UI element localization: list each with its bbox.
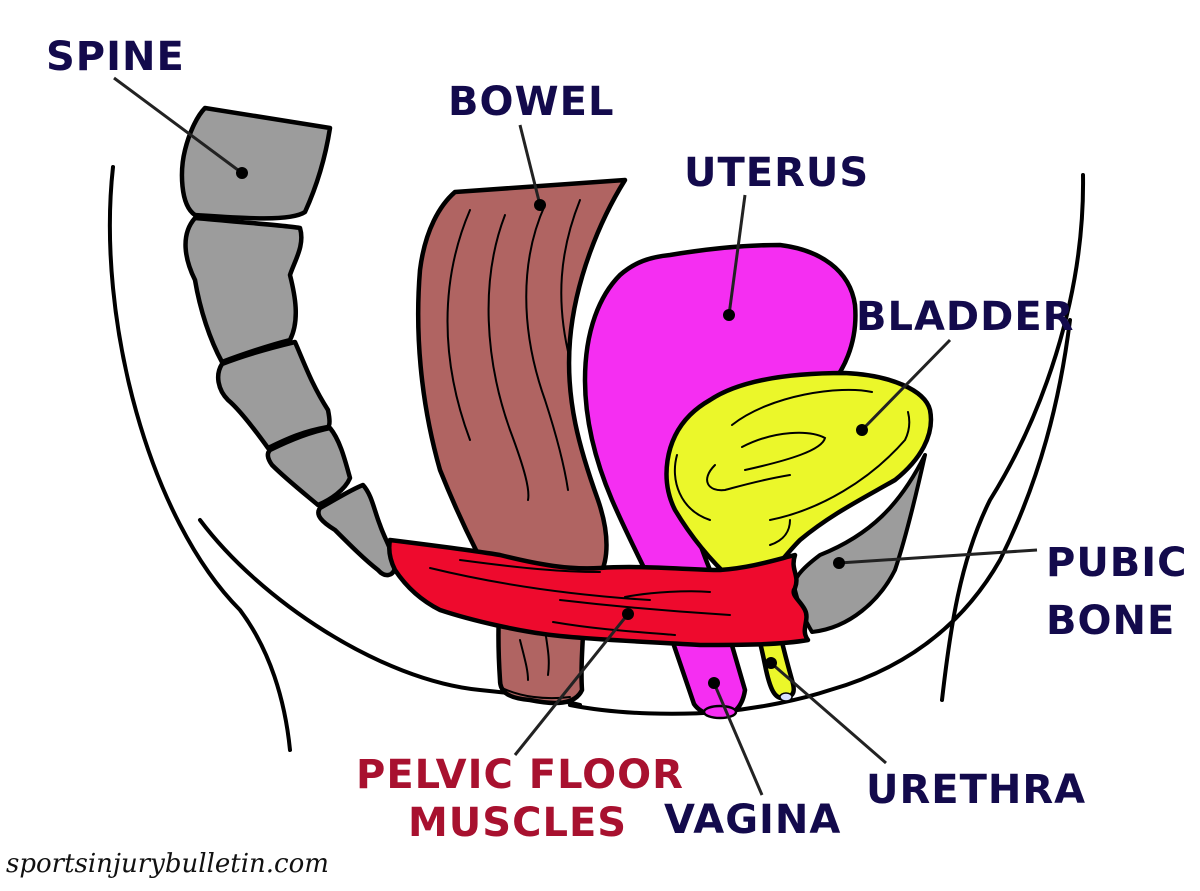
bowel-fiber-4: [560, 199, 581, 361]
bladder-line-1: [731, 388, 873, 426]
label-pubic-bone-line2: BONE: [1046, 598, 1175, 644]
spine-leader: [113, 76, 243, 175]
body-outline-perineum: [568, 318, 1072, 716]
bladder-leader: [860, 338, 952, 432]
label-bowel: BOWEL: [448, 79, 614, 125]
site-credit: sportsinjurybulletin.com: [6, 849, 329, 879]
body-outline-left: [107, 165, 292, 752]
urethra-dot: [765, 657, 777, 669]
uterus-dot: [723, 309, 735, 321]
bladder-line-6: [769, 519, 791, 546]
pelvic-floor-fiber-2: [459, 559, 601, 573]
vagina-leader: [712, 682, 764, 796]
bladder-line-4: [673, 454, 711, 521]
label-bladder: BLADDER: [856, 294, 1074, 340]
uterus-leader: [727, 194, 747, 316]
label-uterus: UTERUS: [684, 150, 869, 196]
pelvic-floor-body: [386, 537, 811, 648]
uterus-body: [582, 242, 858, 719]
urethra-leader: [770, 661, 887, 765]
bowel-dot: [534, 199, 546, 211]
label-pubic-bone-line1: PUBIC: [1046, 540, 1188, 586]
spine-dot: [236, 167, 248, 179]
bowel-fiber-1: [446, 209, 471, 441]
pelvic-floor-shape: [386, 537, 811, 648]
vertebra-2: [183, 215, 304, 365]
body-outline-right-thigh: [940, 173, 1086, 702]
label-spine: SPINE: [46, 34, 185, 80]
bowel-fiber-7: [499, 686, 571, 700]
vertebra-4: [265, 425, 353, 508]
pelvic-floor-fiber-3: [559, 599, 731, 616]
urethra-opening: [779, 692, 793, 702]
vertebra-1: [179, 105, 333, 221]
vagina-dot: [708, 677, 720, 689]
bladder-line-5: [769, 411, 911, 521]
bowel-leader: [518, 124, 542, 206]
label-urethra: URETHRA: [866, 767, 1086, 813]
label-pelvic-floor-line1: PELVIC FLOOR: [356, 752, 684, 798]
bladder-line-2: [741, 431, 827, 471]
vagina-opening: [702, 704, 738, 720]
spine-shape: [179, 105, 398, 578]
pubic-bone-leader: [838, 548, 1038, 565]
pubic-bone-dot: [833, 557, 845, 569]
label-pelvic-floor-line2: MUSCLES: [408, 800, 627, 846]
pelvic-floor-leader: [513, 613, 630, 756]
bowel-fiber-3: [525, 204, 569, 491]
pelvic-floor-fiber-1: [429, 567, 651, 601]
pelvic-floor-fiber-4: [552, 621, 676, 636]
label-vagina: VAGINA: [664, 797, 841, 843]
bladder-line-3: [706, 464, 791, 492]
pelvic-floor-dot: [622, 608, 634, 620]
bowel-fiber-2: [487, 214, 530, 501]
bowel-fiber-5: [519, 639, 529, 681]
pelvic-floor-fiber-5: [624, 590, 711, 598]
bladder-dot: [856, 424, 868, 436]
